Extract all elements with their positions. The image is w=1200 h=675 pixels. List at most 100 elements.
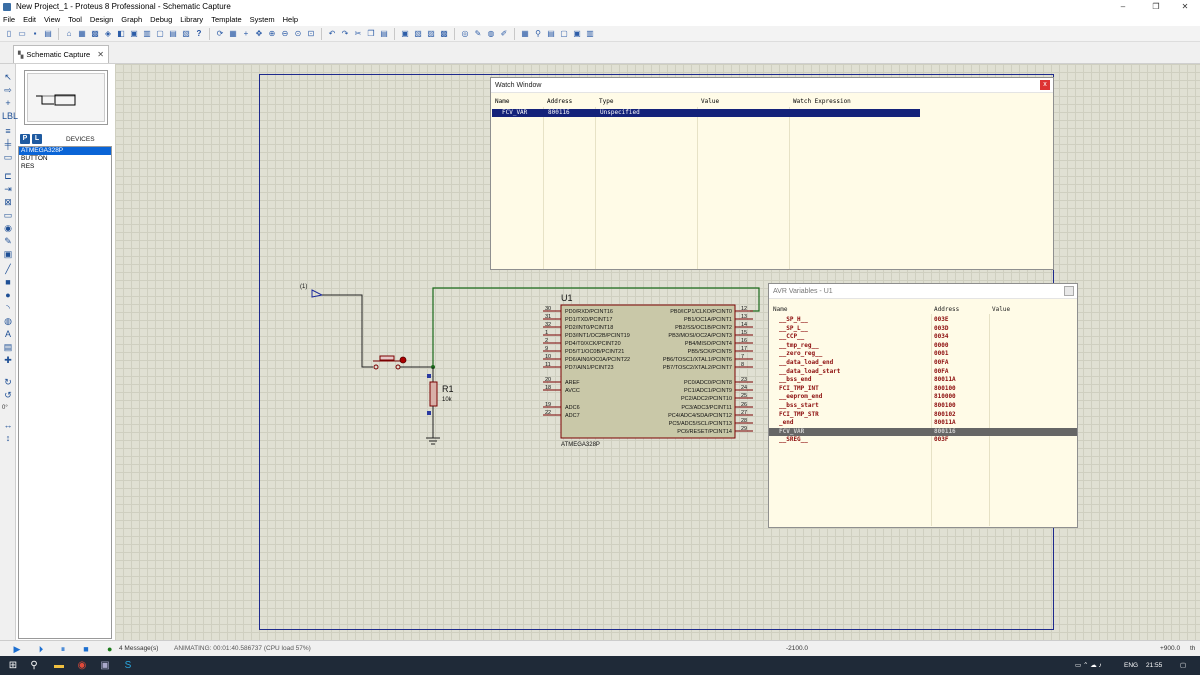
redo-icon[interactable]: ↷ <box>341 29 349 38</box>
resistor-r1[interactable] <box>429 381 438 407</box>
menu-view[interactable]: View <box>44 15 61 24</box>
design-explorer-icon[interactable]: ▣ <box>130 29 138 38</box>
3d-view-icon[interactable]: ◈ <box>104 29 112 38</box>
menu-graph[interactable]: Graph <box>121 15 143 24</box>
box-icon[interactable]: ■ <box>5 277 11 287</box>
property-assignment-icon[interactable]: ▤ <box>547 29 555 38</box>
remove-sheet-icon[interactable]: ▣ <box>573 29 581 38</box>
watch-row-fcv-var[interactable]: FCV_VAR 800116 Unspecified <box>492 109 920 117</box>
watch-col-type[interactable]: Type <box>599 98 614 105</box>
home-icon[interactable]: ⌂ <box>66 29 72 38</box>
watch-window-close-icon[interactable]: x <box>1040 80 1050 90</box>
device-item-button[interactable]: BUTTON <box>21 155 48 162</box>
virtual-instruments-icon[interactable]: ▣ <box>3 249 13 259</box>
watch-window-titlebar[interactable]: Watch Window <box>491 78 1053 93</box>
dll-icon[interactable]: ▧ <box>182 29 190 38</box>
file-explorer-icon[interactable]: ▬ <box>54 660 64 671</box>
mirror-x-icon[interactable]: ↔ <box>3 420 13 430</box>
open-folder-icon[interactable]: ▭ <box>18 29 26 38</box>
pick-device-icon[interactable]: ◎ <box>461 29 469 38</box>
avr-col-name[interactable]: Name <box>773 306 788 313</box>
menu-file[interactable]: File <box>3 15 16 24</box>
avr-variable-row[interactable]: __tmp_reg__0000 <box>769 342 1077 350</box>
button-component[interactable] <box>373 355 407 370</box>
pan-icon[interactable]: ✥ <box>255 29 263 38</box>
zoom-in-icon[interactable]: ⊕ <box>268 29 276 38</box>
avr-variable-row[interactable]: __SP_L__003D <box>769 325 1077 333</box>
avr-col-address[interactable]: Address <box>934 306 960 313</box>
generator-icon[interactable]: ◉ <box>4 223 12 233</box>
menu-system[interactable]: System <box>249 15 275 24</box>
package-tool-icon[interactable]: ◍ <box>487 29 495 38</box>
overview-window[interactable] <box>24 70 108 125</box>
tape-recorder-icon[interactable]: ▭ <box>3 210 13 220</box>
menu-help[interactable]: Help <box>282 15 299 24</box>
new-sheet-icon[interactable]: ▢ <box>560 29 568 38</box>
maximize-button[interactable]: ❐ <box>1152 2 1160 11</box>
zoom-area-icon[interactable]: ⊡ <box>307 29 315 38</box>
origin-icon[interactable]: + <box>243 29 249 38</box>
marker-icon[interactable]: ✚ <box>4 355 12 365</box>
zoom-out-icon[interactable]: ⊖ <box>281 29 289 38</box>
windows-start-icon[interactable]: ⊞ <box>8 660 18 671</box>
watch-col-name[interactable]: Name <box>495 98 510 105</box>
arc-icon[interactable]: ◝ <box>6 303 10 313</box>
notification-icon[interactable]: ▢ <box>1180 662 1187 669</box>
tray-icons[interactable]: ▭ ⌃ ☁ ♪ <box>1075 662 1102 669</box>
avr-variables-window[interactable]: AVR Variables - U1 Name Address Value __… <box>768 283 1078 528</box>
menu-design[interactable]: Design <box>89 15 114 24</box>
menu-library[interactable]: Library <box>180 15 204 24</box>
menu-edit[interactable]: Edit <box>23 15 37 24</box>
selection-mode-icon[interactable]: ↖ <box>4 72 12 82</box>
help-icon[interactable]: ? <box>196 29 202 38</box>
pin-icon[interactable]: ⇥ <box>4 184 12 194</box>
step-icon[interactable]: ⏵ <box>38 644 44 654</box>
schematic-icon[interactable]: ▦ <box>78 29 86 38</box>
block-move-icon[interactable]: ▧ <box>414 29 422 38</box>
message-count[interactable]: 4 Message(s) <box>119 645 159 652</box>
text-icon[interactable]: A <box>4 329 11 339</box>
proteus-taskbar-icon[interactable]: ▣ <box>100 660 110 671</box>
grid-toggle-icon[interactable]: ▦ <box>229 29 237 38</box>
block-copy-icon[interactable]: ▣ <box>401 29 409 38</box>
avr-variable-row[interactable]: __zero_reg__0001 <box>769 350 1077 358</box>
rotate-clockwise-icon[interactable]: ↻ <box>4 377 12 387</box>
netlist-icon[interactable]: ▥ <box>586 29 594 38</box>
menu-template[interactable]: Template <box>211 15 242 24</box>
avr-col-value[interactable]: Value <box>992 306 1011 313</box>
new-file-icon[interactable]: ▯ <box>6 29 12 38</box>
make-device-icon[interactable]: ✎ <box>474 29 482 38</box>
stop-icon[interactable]: ■ <box>83 644 89 654</box>
wire-label-icon[interactable]: LBL <box>2 111 19 121</box>
chrome-icon[interactable]: ◉ <box>77 660 87 671</box>
undo-icon[interactable]: ↶ <box>328 29 336 38</box>
rotate-anticlockwise-icon[interactable]: ↺ <box>4 390 12 400</box>
close-window-button[interactable]: ✕ <box>1181 2 1189 11</box>
symbol-icon[interactable]: ▤ <box>3 342 13 352</box>
print-icon[interactable]: ▤ <box>44 29 52 38</box>
circle-icon[interactable]: ● <box>5 290 11 300</box>
cut-icon[interactable]: ✂ <box>354 29 362 38</box>
